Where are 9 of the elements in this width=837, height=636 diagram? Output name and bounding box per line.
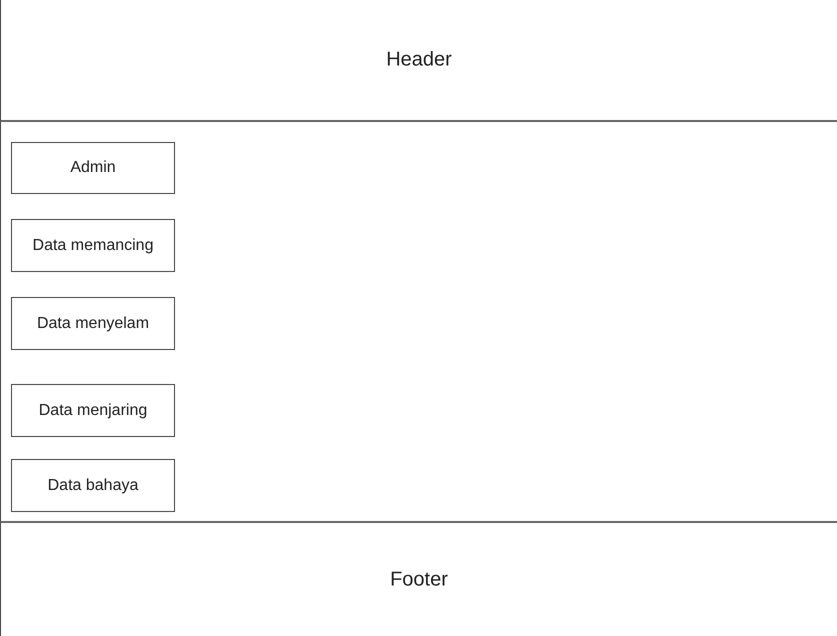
menu-button: Data menyelam [11, 297, 175, 350]
header-title: Header [386, 48, 452, 72]
menu-button: Data bahaya [11, 459, 175, 512]
menu-button: Data menjaring [11, 384, 175, 437]
menu-button: Admin [11, 142, 175, 194]
content-area [0, 122, 837, 523]
footer-title: Footer [390, 568, 448, 591]
header-band [0, 0, 837, 122]
menu-button: Data memancing [11, 219, 175, 272]
